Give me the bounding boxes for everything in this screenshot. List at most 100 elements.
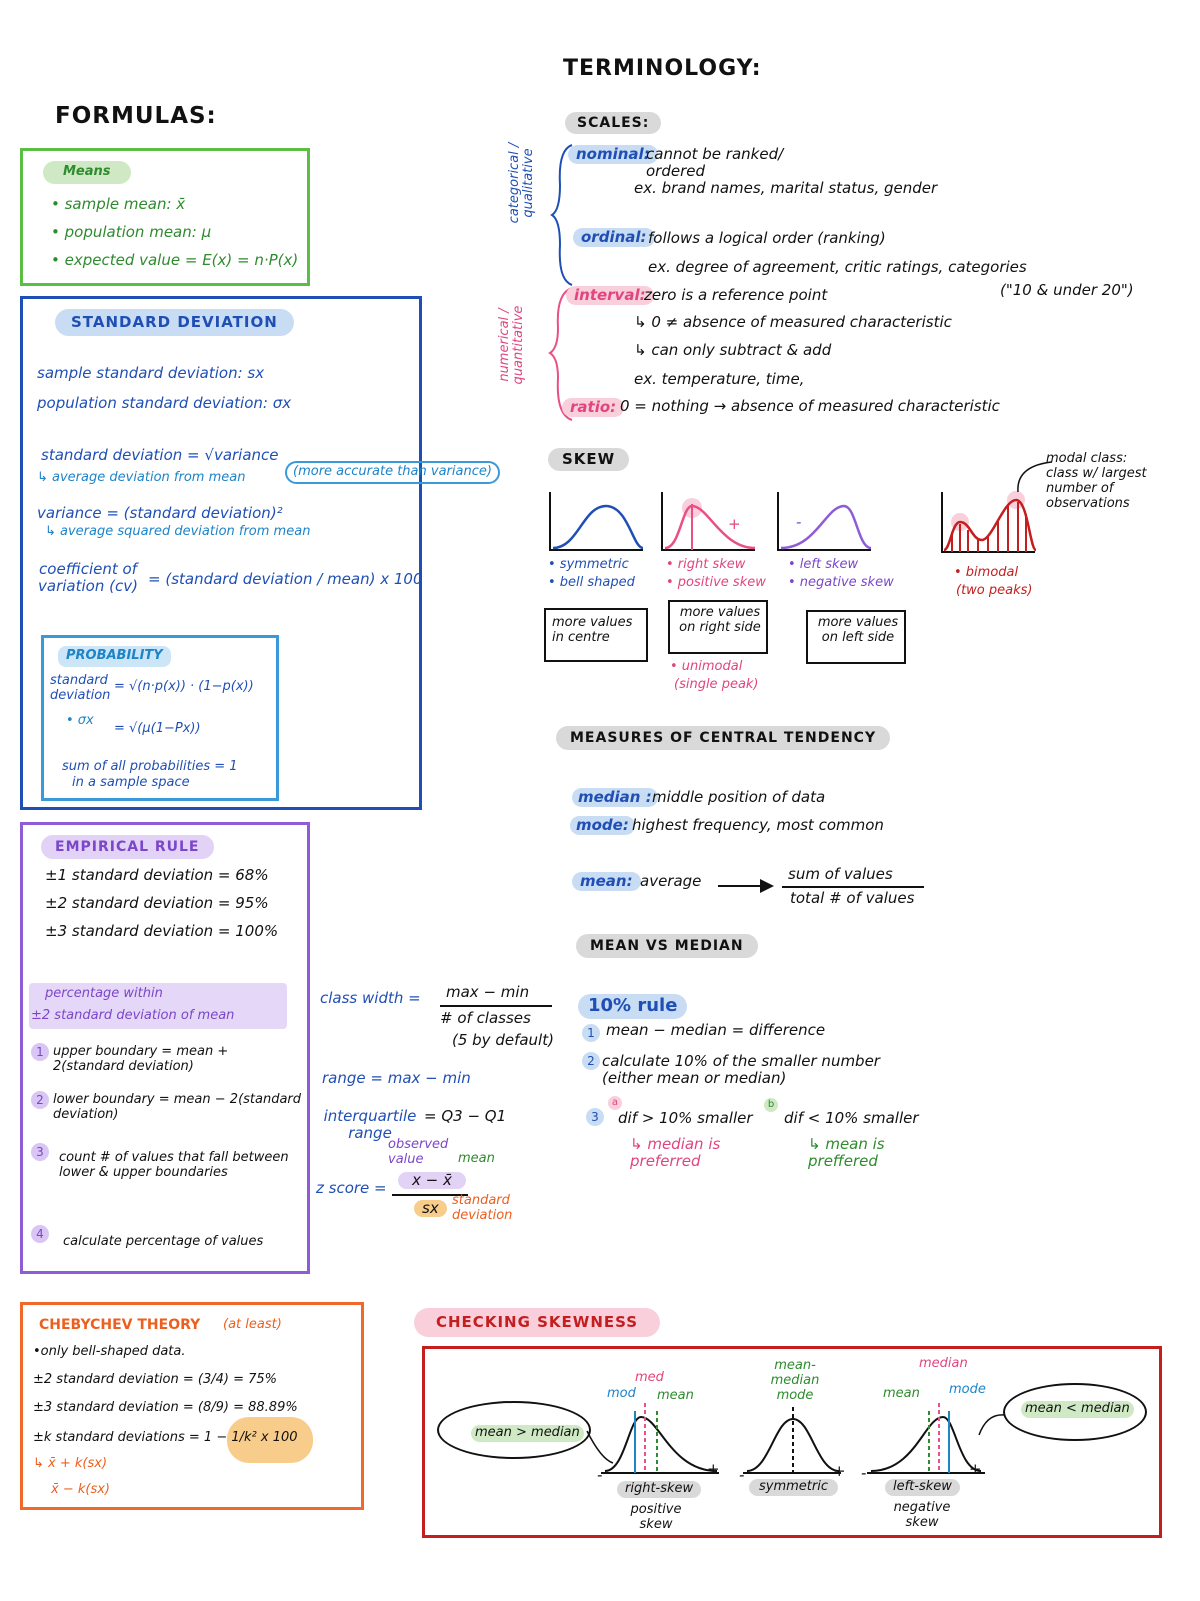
interval-example: ex. temperature, time, bbox=[634, 370, 805, 388]
sd-formula: standard deviation = √variance bbox=[41, 446, 279, 464]
c3-plus: + bbox=[969, 1460, 982, 1478]
mvm-b-badge: b bbox=[764, 1098, 778, 1112]
c2-minus: - bbox=[739, 1466, 745, 1484]
bimodal-2: (two peaks) bbox=[956, 583, 1033, 598]
cheb-item-2: ±2 standard deviation = (3/4) = 75% bbox=[33, 1372, 278, 1387]
ten-percent-rule: 10% rule bbox=[578, 994, 688, 1019]
cv-formula: = (standard deviation / mean) x 100 bbox=[148, 570, 423, 588]
iqr-label: interquartile range bbox=[323, 1107, 417, 1143]
mode-def: highest frequency, most common bbox=[632, 816, 884, 834]
c1-mean: mean bbox=[657, 1388, 694, 1403]
step-3: count # of values that fall between lowe… bbox=[59, 1150, 289, 1180]
range-label: range = max − min bbox=[322, 1069, 471, 1087]
right-bubble-text: mean < median bbox=[1021, 1401, 1134, 1418]
ratio-label: ratio: bbox=[562, 398, 625, 418]
step-4: calculate percentage of values bbox=[63, 1234, 264, 1249]
sample-sd: sample standard deviation: sx bbox=[37, 364, 265, 382]
probability-heading: PROBABILITY bbox=[58, 646, 171, 667]
step-1: upper boundary = mean + 2(standard devia… bbox=[53, 1044, 229, 1074]
mode-label: mode: bbox=[570, 816, 635, 836]
right-skew-graph bbox=[661, 492, 756, 551]
zscore-label: z score = bbox=[316, 1179, 387, 1197]
skew-heading: SKEW bbox=[548, 448, 630, 472]
ordinal-def: follows a logical order (ranking) bbox=[648, 229, 886, 247]
step-2: lower boundary = mean − 2(standard devia… bbox=[53, 1092, 302, 1122]
chebyshev-heading: CHEBYCHEV THEORY bbox=[39, 1317, 201, 1333]
z-sd: standard deviation bbox=[452, 1193, 513, 1223]
mvm-case-b: dif < 10% smaller bbox=[784, 1109, 919, 1127]
nominal-example: ex. brand names, marital status, gender bbox=[634, 179, 938, 197]
interval-note-2: ↳ can only subtract & add bbox=[634, 341, 832, 359]
right-extra-1: • unimodal bbox=[670, 659, 743, 674]
zscore-num: x − x̄ bbox=[398, 1171, 466, 1190]
ratio-def: 0 = nothing → absence of measured charac… bbox=[620, 397, 1000, 415]
ordinal-example-2: ("10 & under 20") bbox=[1000, 281, 1134, 299]
mean-num: sum of values bbox=[788, 865, 893, 883]
pct-heading-2: ±2 standard deviation of mean bbox=[31, 1008, 235, 1023]
step-4-badge: 4 bbox=[31, 1225, 49, 1243]
cheb-item-4: ±k standard deviations = 1 − 1/k² x 100 bbox=[33, 1430, 298, 1445]
step-2-badge: 2 bbox=[31, 1091, 49, 1109]
empirical-box: EMPIRICAL RULE ±1 standard deviation = 6… bbox=[20, 822, 310, 1274]
c2-label: symmetric bbox=[749, 1479, 838, 1496]
probability-box: PROBABILITY standard deviation = √(n·p(x… bbox=[41, 635, 279, 801]
interval-note-1: ↳ 0 ≠ absence of measured characteristic bbox=[634, 313, 952, 331]
c3-mean: mean bbox=[883, 1386, 920, 1401]
symmetric-graph bbox=[549, 492, 644, 551]
c3-sub: negative skew bbox=[893, 1500, 951, 1530]
pct-heading: percentage within bbox=[45, 986, 163, 1001]
c1-plus: + bbox=[707, 1460, 720, 1478]
prob-sd-formula: = √(n·p(x)) · (1−p(x)) bbox=[114, 679, 254, 694]
step-1-badge: 1 bbox=[31, 1043, 49, 1061]
step-3-badge: 3 bbox=[31, 1143, 49, 1161]
right-bubble bbox=[1003, 1383, 1147, 1441]
ordinal-label: ordinal: bbox=[573, 228, 655, 248]
categorical-label: categorical / qualitative bbox=[507, 142, 536, 224]
right-bubble-arrow bbox=[978, 1414, 1006, 1436]
nominal-def: cannot be ranked/ ordered bbox=[646, 145, 784, 181]
terminology-title: TERMINOLOGY: bbox=[563, 56, 762, 81]
sd-note-accuracy: (more accurate than variance) bbox=[285, 461, 500, 484]
scales-heading: SCALES: bbox=[565, 112, 662, 135]
formulas-title: FORMULAS: bbox=[55, 103, 217, 129]
class-width-num: max − min bbox=[446, 983, 530, 1001]
right-box-text: more values on right side bbox=[679, 605, 761, 635]
zscore-fraction-bar bbox=[392, 1194, 468, 1196]
empirical-rule-3: ±3 standard deviation = 100% bbox=[45, 922, 279, 940]
iqr-formula: = Q3 − Q1 bbox=[424, 1107, 507, 1125]
sym-item-2: • bell shaped bbox=[548, 575, 635, 590]
means-box: Means • sample mean: x̄ • population mea… bbox=[20, 148, 310, 286]
mean-label: mean: bbox=[572, 872, 641, 892]
sym-item-1: • symmetric bbox=[548, 557, 629, 572]
stdev-heading: STANDARD DEVIATION bbox=[55, 309, 294, 337]
stdev-box: STANDARD DEVIATION sample standard devia… bbox=[20, 296, 500, 810]
ordinal-example: ex. degree of agreement, critic ratings,… bbox=[648, 258, 1027, 276]
cv-label: coefficient of variation (cv) bbox=[38, 560, 138, 596]
check-graph-left-skew bbox=[867, 1403, 985, 1474]
mvm-step-2: calculate 10% of the smaller number (eit… bbox=[602, 1052, 880, 1088]
prob-sigma-label: • σx bbox=[66, 713, 94, 728]
c2-plus: + bbox=[833, 1462, 846, 1480]
population-sd: population standard deviation: σx bbox=[37, 394, 292, 412]
left-box-text: more values on left side bbox=[817, 615, 899, 645]
sym-box: more values in centre bbox=[544, 608, 648, 662]
c3-label: left-skew bbox=[885, 1479, 960, 1496]
median-label: median : bbox=[572, 788, 658, 808]
class-width-note: (5 by default) bbox=[452, 1031, 554, 1049]
right-box: more values on right side bbox=[668, 600, 768, 654]
empirical-rule-2: ±2 standard deviation = 95% bbox=[45, 894, 269, 912]
checking-heading: CHECKING SKEWNESS bbox=[414, 1308, 661, 1338]
c1-label: right-skew bbox=[617, 1481, 702, 1498]
check-graph-symmetric bbox=[743, 1407, 841, 1474]
modal-class-note: modal class: class w/ largest number of … bbox=[1046, 451, 1147, 511]
c1-sub: positive skew bbox=[630, 1502, 682, 1532]
numerical-brace bbox=[548, 287, 573, 421]
mvm-step-2-badge: 2 bbox=[582, 1052, 600, 1070]
cheb-highlight bbox=[227, 1417, 313, 1463]
sym-box-text: more values in centre bbox=[552, 615, 633, 645]
numerical-label: numerical / quantitative bbox=[497, 305, 526, 385]
left-skew-graph bbox=[777, 492, 872, 551]
left-skew-minus: - bbox=[796, 513, 802, 531]
right-item-2: • positive skew bbox=[666, 575, 766, 590]
zscore-den: sx bbox=[414, 1199, 447, 1218]
